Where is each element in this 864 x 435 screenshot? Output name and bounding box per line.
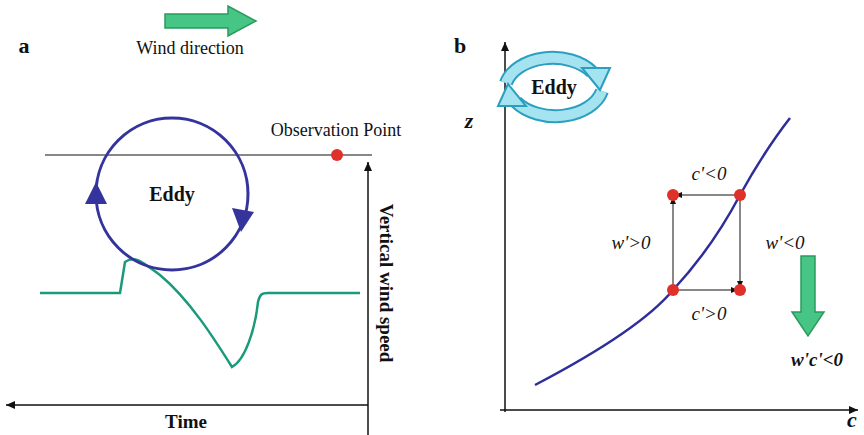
eddy-circle-node: Eddy	[94, 116, 250, 272]
observation-label: Observation Point	[271, 121, 402, 141]
time-axis	[6, 404, 368, 406]
point-dot	[667, 284, 679, 296]
perturbation-label: w'>0	[611, 233, 650, 254]
eddy-arrowhead	[232, 208, 254, 232]
perturbation-label: c'<0	[692, 164, 727, 185]
flux-direction-arrow	[792, 256, 824, 336]
panel-letter: b	[454, 34, 466, 58]
axis-title: Vertical wind speed	[376, 204, 397, 363]
perturbation-label: w'<0	[765, 233, 804, 254]
flux-label: w'c'<0	[791, 350, 843, 371]
wind-speed-curve	[40, 259, 360, 367]
profile-curve	[535, 118, 790, 385]
c-axis	[500, 409, 858, 411]
swirl-arrowhead	[498, 84, 526, 106]
wind-label: Wind direction	[136, 39, 244, 59]
eddy-arrowhead	[85, 182, 107, 204]
wind-arrow	[165, 6, 256, 36]
axis-title: Time	[165, 411, 207, 432]
observation-dot	[331, 149, 343, 161]
node-label: Eddy	[531, 76, 577, 99]
flux-arrow	[675, 195, 740, 196]
point-dot	[734, 284, 746, 296]
eddy-circle	[96, 118, 248, 270]
flux-arrow	[673, 197, 674, 290]
eddy-swirl-node: Eddy	[498, 46, 610, 128]
point-dot	[667, 189, 679, 201]
y-axis	[367, 162, 369, 435]
point-dot	[734, 189, 746, 201]
panel-letter: a	[19, 34, 30, 58]
axis-title: z	[465, 109, 474, 133]
swirl-arrowhead	[582, 68, 610, 90]
node-label: Eddy	[149, 183, 195, 206]
flux-arrow	[740, 195, 741, 288]
flux-arrow	[673, 290, 738, 291]
axis-title: c	[847, 408, 857, 432]
reference-line	[45, 155, 372, 156]
perturbation-label: c'>0	[692, 304, 727, 325]
